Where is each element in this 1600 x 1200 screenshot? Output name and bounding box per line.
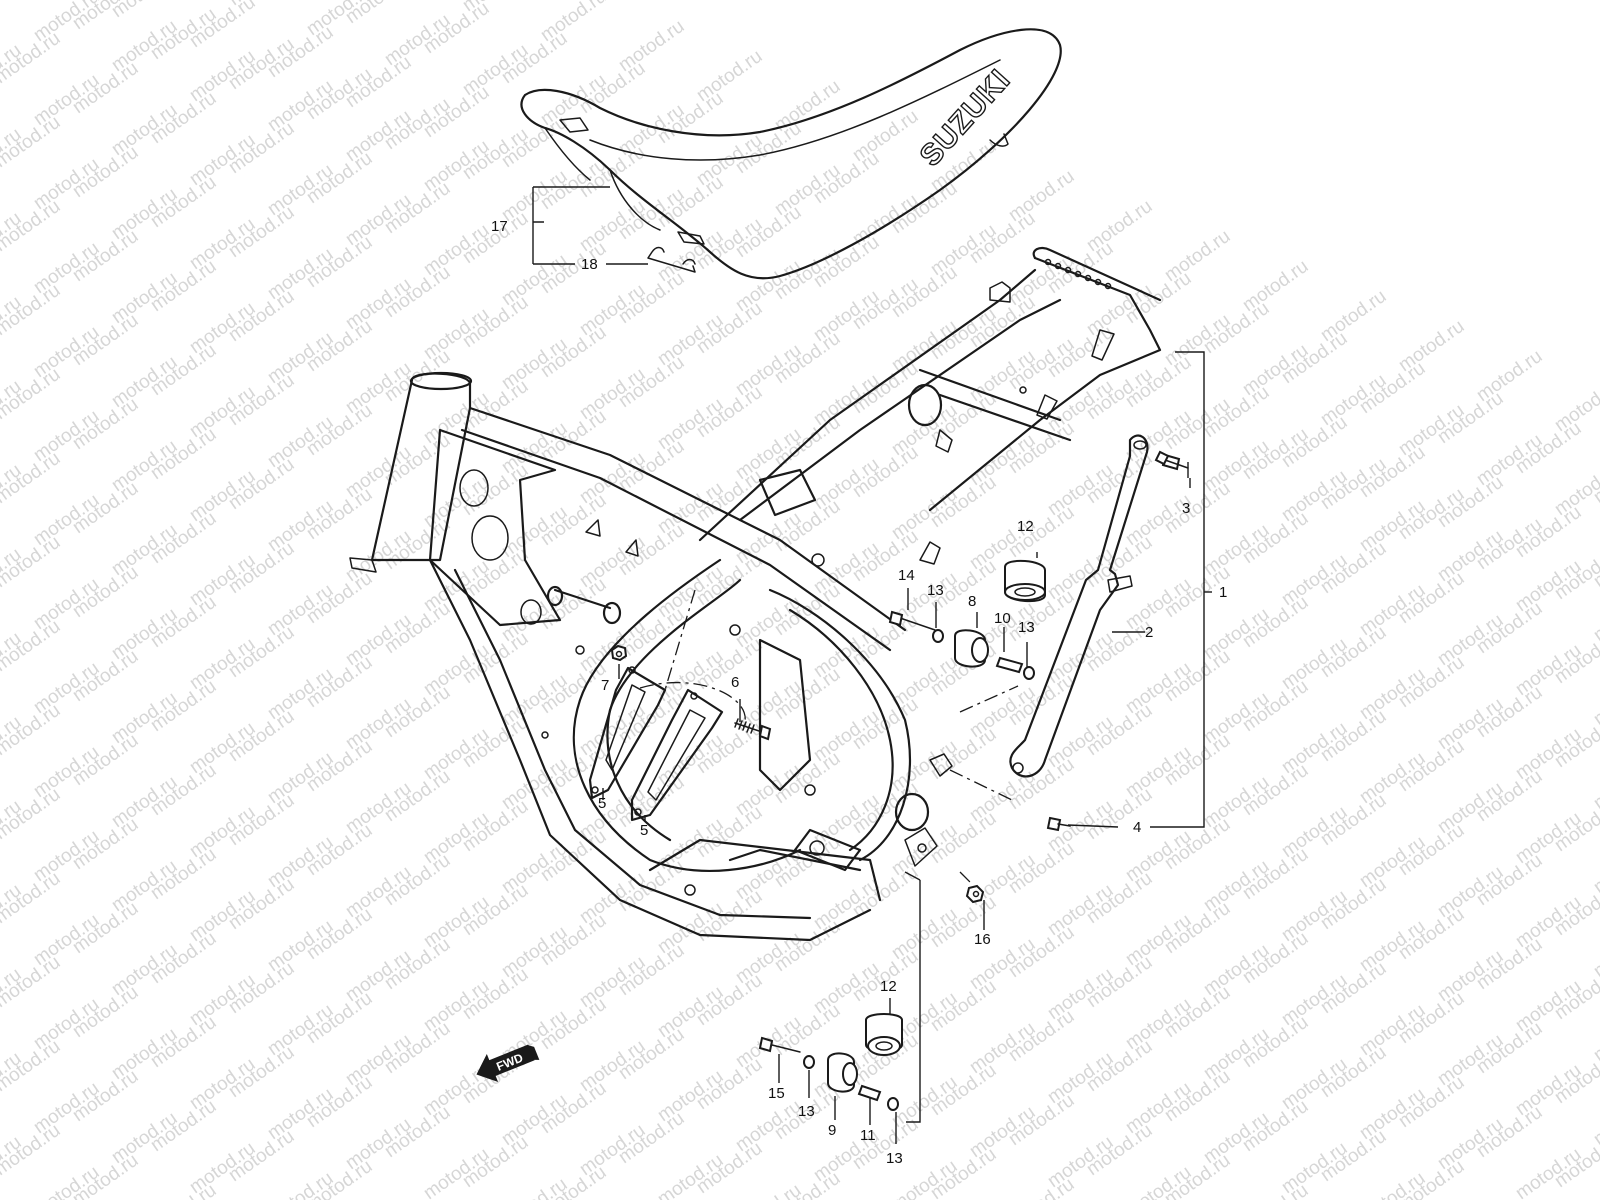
alignment-lines bbox=[639, 589, 1019, 885]
watermark-text: motod.ru bbox=[0, 0, 64, 4]
watermark-text: motod.ru bbox=[1590, 1174, 1600, 1200]
callout-13-a: 13 bbox=[927, 582, 944, 599]
watermark-text: motod.ru bbox=[1005, 1174, 1078, 1200]
callout-1: 1 bbox=[1219, 584, 1227, 601]
watermark-text: motod.ru bbox=[498, 1174, 571, 1200]
callout-11: 11 bbox=[860, 1127, 876, 1144]
callout-2: 2 bbox=[1145, 624, 1153, 641]
callout-13-c: 13 bbox=[798, 1103, 815, 1120]
callout-16: 16 bbox=[974, 931, 991, 948]
callout-3: 3 bbox=[1182, 500, 1190, 517]
callout-5-upper: 5 bbox=[598, 795, 606, 812]
seat-hook bbox=[647, 246, 696, 273]
watermark-text: motod.ru bbox=[732, 1180, 805, 1200]
engine-hanger-plates bbox=[588, 666, 724, 822]
frame-assembly bbox=[349, 246, 1162, 942]
callout-6: 6 bbox=[731, 674, 739, 691]
callout-12-lower: 12 bbox=[880, 978, 897, 995]
watermark-text: motod.ru bbox=[1239, 1180, 1312, 1200]
part-2-brace bbox=[1009, 434, 1149, 778]
lower-mount-group bbox=[758, 1013, 903, 1111]
callout-7: 7 bbox=[601, 677, 609, 694]
callout-10: 10 bbox=[994, 610, 1011, 627]
rear-loop-holes bbox=[1044, 258, 1112, 290]
part-16-nut bbox=[965, 884, 985, 904]
leader-lines bbox=[532, 186, 1212, 1144]
callout-8: 8 bbox=[968, 593, 976, 610]
callout-17: 17 bbox=[491, 218, 508, 235]
callout-15: 15 bbox=[768, 1085, 785, 1102]
watermark-text: motod.ru bbox=[147, 1180, 220, 1200]
callout-5-lower: 5 bbox=[640, 822, 648, 839]
callout-14: 14 bbox=[898, 567, 915, 584]
upper-mount-group bbox=[888, 559, 1046, 680]
callout-13-b: 13 bbox=[1018, 619, 1035, 636]
callout-labels: 1 2 3 4 5 5 6 7 8 9 10 11 12 12 13 13 13… bbox=[491, 218, 1227, 1167]
callout-4: 4 bbox=[1133, 819, 1141, 836]
part-7-nut bbox=[610, 644, 628, 662]
part-3-bolt bbox=[1154, 450, 1189, 471]
callout-9: 9 bbox=[828, 1122, 836, 1139]
callout-18: 18 bbox=[581, 256, 598, 273]
callout-13-d: 13 bbox=[886, 1150, 903, 1167]
callout-12-upper: 12 bbox=[1017, 518, 1034, 535]
